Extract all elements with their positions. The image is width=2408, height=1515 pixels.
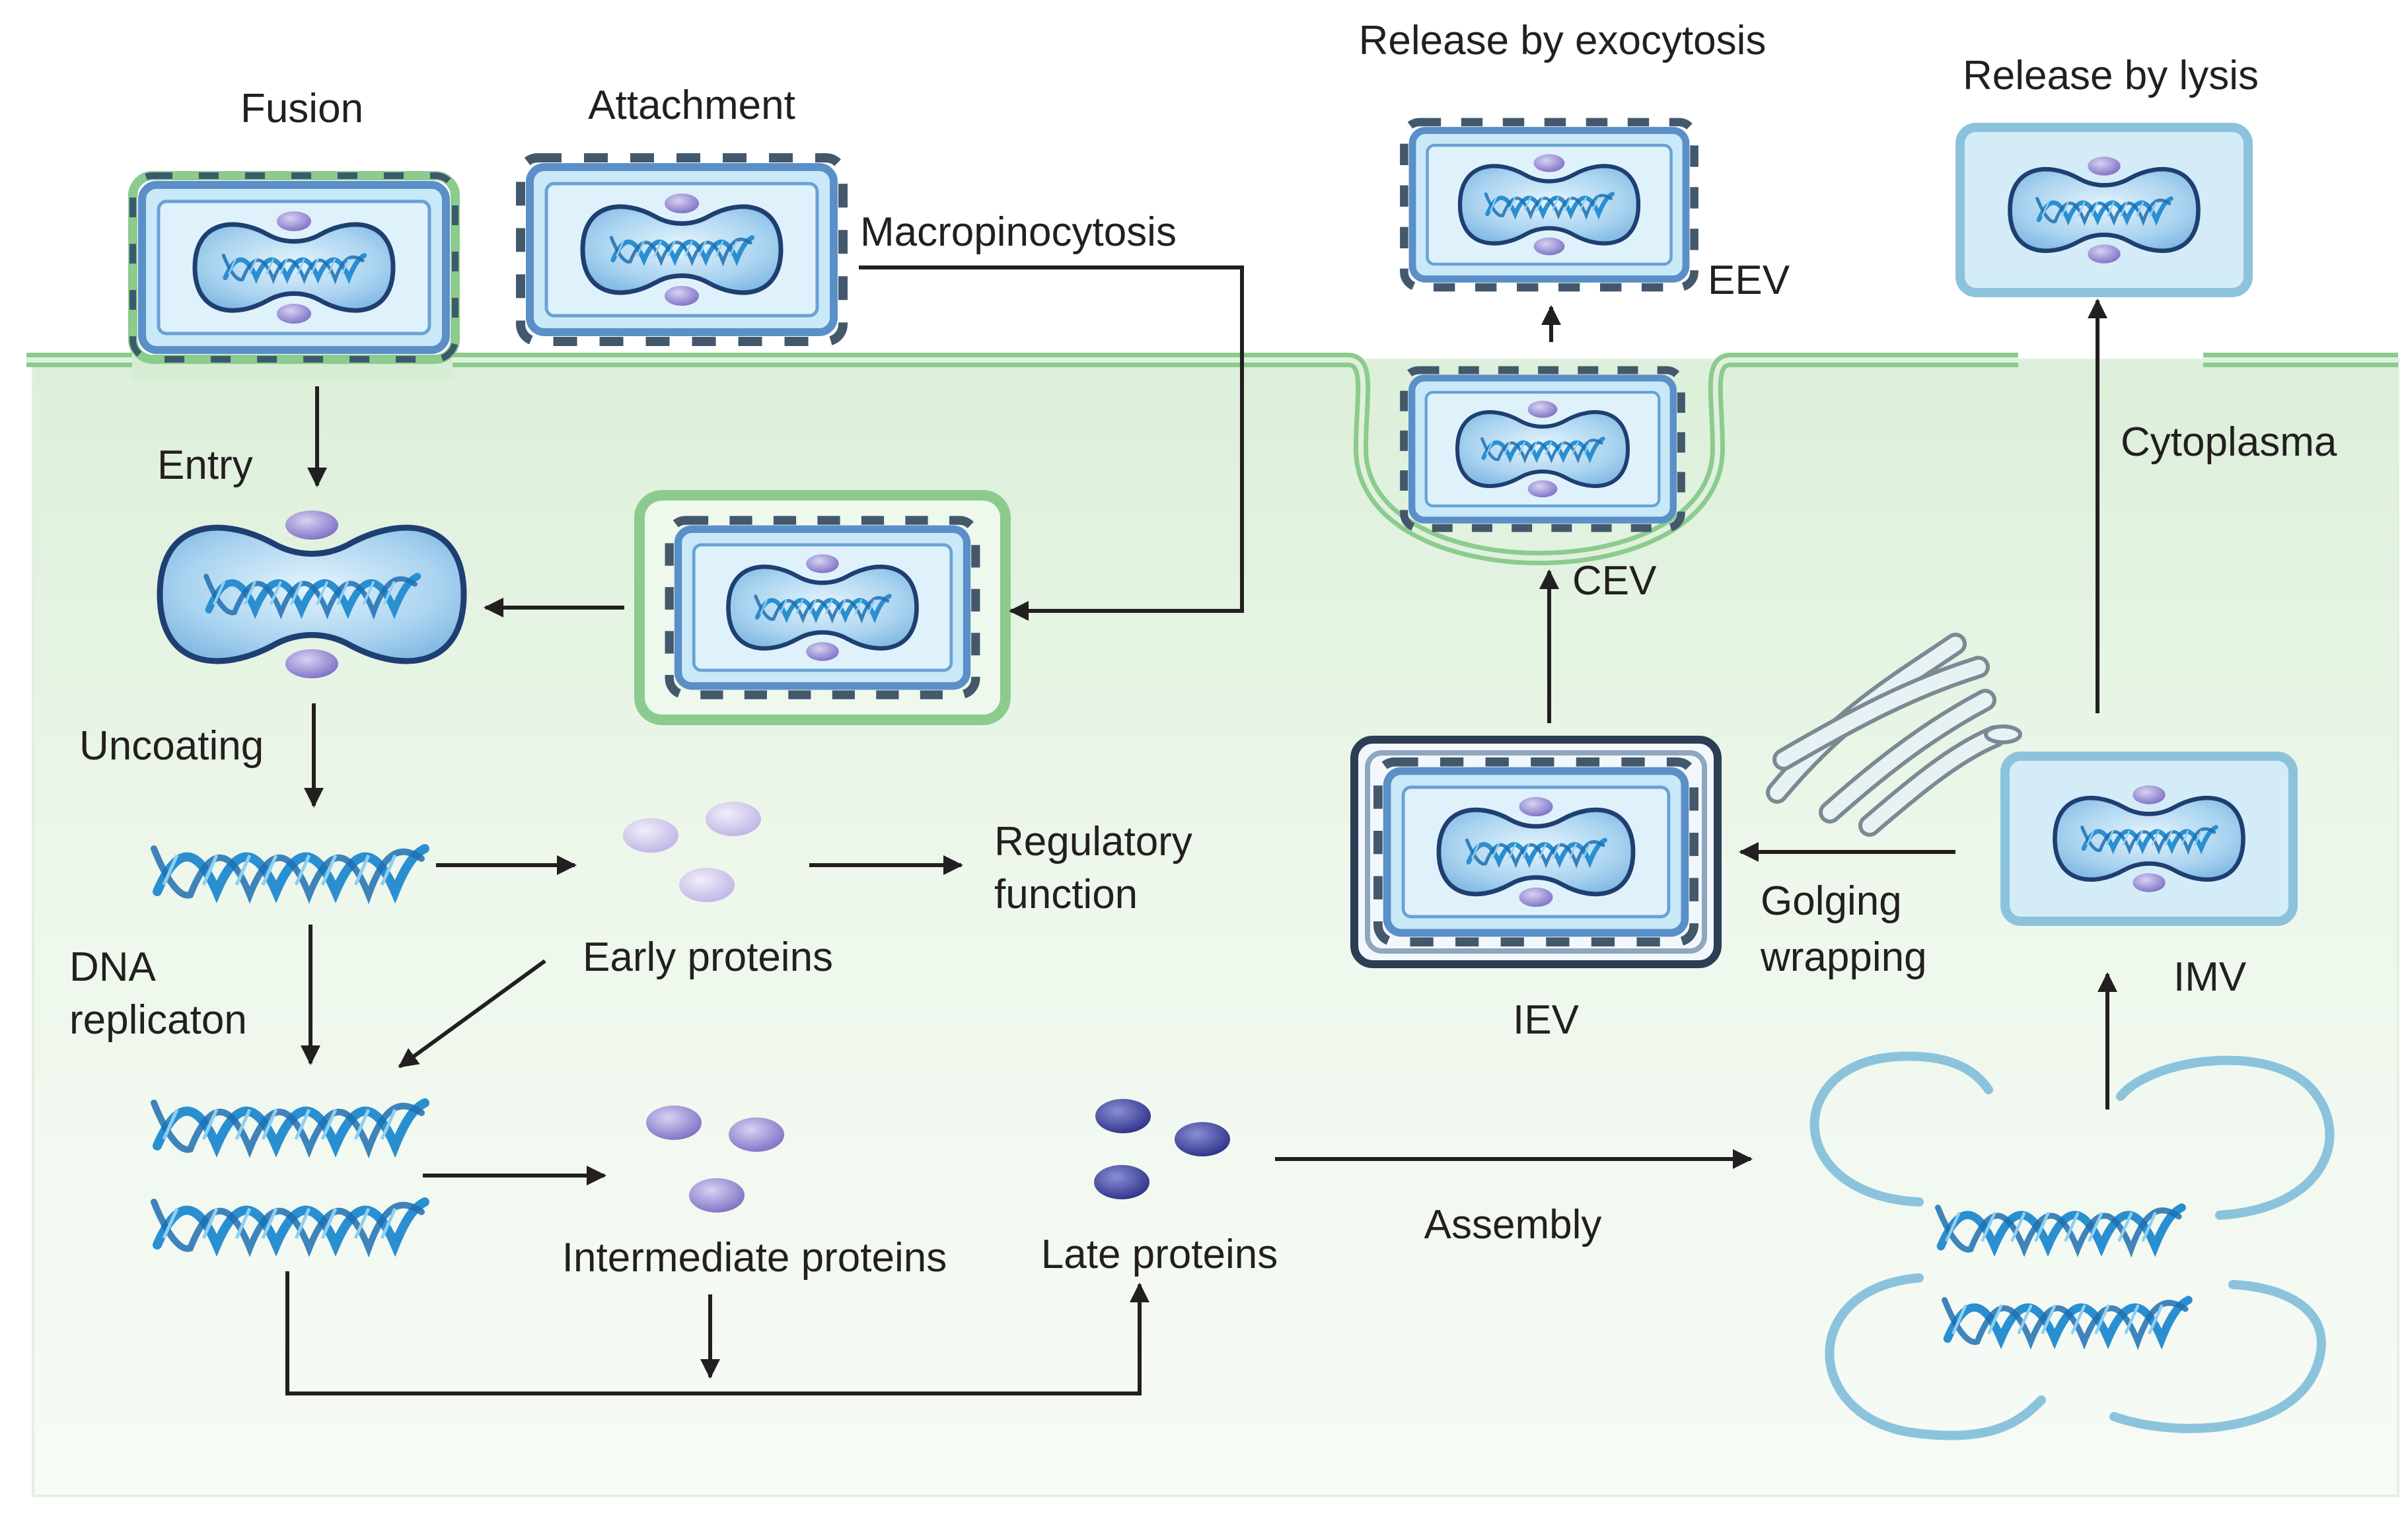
iev-virion bbox=[1350, 736, 1722, 968]
cev-virion bbox=[1404, 370, 1681, 528]
label-regulatory-1: Regulatory bbox=[994, 819, 1192, 864]
label-intermediate-proteins: Intermediate proteins bbox=[562, 1235, 947, 1281]
arrow-macropinocytosis bbox=[859, 265, 1244, 621]
intermediate-proteins-group bbox=[646, 1106, 784, 1213]
golgi-apparatus bbox=[1766, 633, 2022, 837]
label-golgi-1: Golging bbox=[1761, 878, 1902, 924]
label-attachment: Attachment bbox=[588, 83, 795, 128]
label-early-proteins: Early proteins bbox=[583, 934, 834, 980]
fusion-virion bbox=[128, 171, 460, 364]
label-assembly: Assembly bbox=[1424, 1202, 1602, 1248]
arrow-to-late bbox=[285, 1271, 1149, 1395]
label-dna-2: replicaton bbox=[69, 997, 247, 1043]
late-proteins-group bbox=[1094, 1099, 1230, 1199]
label-golgi-2: wrapping bbox=[1761, 934, 1927, 980]
arrows bbox=[285, 265, 2117, 1395]
free-core bbox=[157, 511, 467, 678]
label-release-exocytosis: Release by exocytosis bbox=[1358, 18, 1767, 63]
label-release-lysis: Release by lysis bbox=[1963, 53, 2259, 98]
label-dna-1: DNA bbox=[69, 944, 156, 990]
lysis-virion bbox=[1955, 123, 2253, 297]
macropinosome-vesicle bbox=[634, 490, 1011, 725]
assembly-crescents bbox=[1809, 1051, 2335, 1440]
label-macropinocytosis: Macropinocytosis bbox=[860, 209, 1177, 255]
label-uncoating: Uncoating bbox=[79, 723, 264, 769]
label-entry: Entry bbox=[157, 442, 253, 488]
label-eev: EEV bbox=[1708, 258, 1790, 303]
label-late-proteins: Late proteins bbox=[1040, 1232, 1278, 1277]
early-proteins-group bbox=[623, 802, 761, 902]
label-imv: IMV bbox=[2173, 954, 2247, 1000]
label-fusion: Fusion bbox=[240, 86, 364, 131]
label-regulatory-2: function bbox=[994, 872, 1138, 917]
label-cytoplasma: Cytoplasma bbox=[2121, 419, 2337, 465]
attachment-virion bbox=[521, 158, 843, 341]
imv-virion bbox=[2000, 752, 2298, 926]
label-iev: IEV bbox=[1513, 997, 1579, 1043]
arrow-early-to-replication bbox=[398, 959, 546, 1069]
label-cev: CEV bbox=[1572, 558, 1657, 604]
eev-virion bbox=[1404, 122, 1694, 287]
plasma-membrane bbox=[26, 353, 2398, 565]
